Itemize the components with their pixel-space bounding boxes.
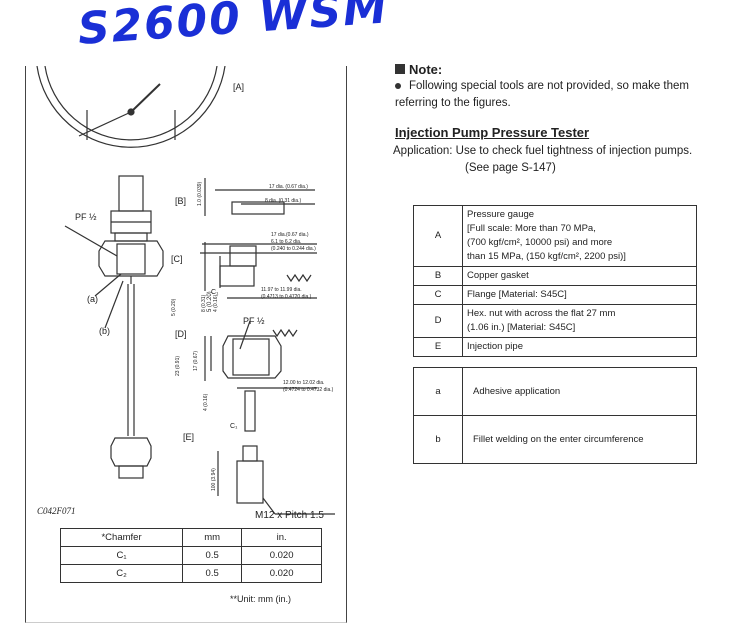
unit-note: **Unit: mm (in.) xyxy=(230,594,292,604)
part-desc: Injection pipe xyxy=(462,337,697,357)
table-row: C₂ 0.5 0.020 xyxy=(59,564,322,583)
dim-d-bore1: 12.00 to 12.02 dia. xyxy=(283,380,324,386)
parts-table: A Pressure gauge [Full scale: More than … xyxy=(413,205,697,357)
in-header: in. xyxy=(241,528,322,547)
desc-line: Hex. nut with across the flat 27 mm xyxy=(467,308,616,319)
label-C: [C] xyxy=(171,254,183,264)
desc-line: than 15 MPa, (150 kgf/cm², 2200 psi)] xyxy=(467,251,626,262)
label-a: (a) xyxy=(87,294,98,304)
section-title: Injection Pump Pressure Tester xyxy=(395,125,590,140)
dim-c-h3: 4 (0.16) xyxy=(213,294,219,312)
dim-c-shaft1: 11.97 to 11.99 dia. xyxy=(261,287,302,293)
weld-key: b xyxy=(413,415,463,464)
table-row: D Hex. nut with across the flat 27 mm (1… xyxy=(413,304,697,338)
desc-line: [Full scale: More than 70 MPa, xyxy=(467,223,596,234)
part-key: C xyxy=(413,285,463,305)
tester-diagram: [A] [B] [C] [D] [E] PF ½ PF ½ (a) (b) C₁… xyxy=(36,66,335,521)
part-key: A xyxy=(413,205,463,267)
dim-c-bore1: 6.1 to 6.2 dia. xyxy=(271,239,301,245)
dim-c-outer: 17 dia.(0.67 dia.) xyxy=(271,232,309,238)
label-E: [E] xyxy=(183,432,194,442)
note-bullet: Following special tools are not provided… xyxy=(395,78,730,112)
label-pf-left: PF ½ xyxy=(75,212,97,222)
mm-header: mm xyxy=(182,528,243,547)
label-D: [D] xyxy=(175,329,187,339)
part-desc: Flange [Material: S45C] xyxy=(462,285,697,305)
cell: 0.020 xyxy=(241,546,322,565)
part-key: D xyxy=(413,304,463,338)
handwritten-annotation: S2600 WSM xyxy=(76,0,391,55)
weld-desc: Adhesive application xyxy=(462,367,697,416)
dim-c-h1: 8 (0.31) xyxy=(201,294,207,312)
cell: 0.020 xyxy=(241,564,322,583)
label-A: [A] xyxy=(233,82,244,92)
dim-d-bore2: (0.4724 to 0.4732 dia.) xyxy=(283,387,334,393)
figure-frame xyxy=(25,66,347,623)
application-text: Application: Use to check fuel tightness… xyxy=(393,143,692,177)
cell: C₂ xyxy=(59,564,184,583)
bullet-icon xyxy=(395,82,401,89)
desc-line: (1.06 in.) [Material: S45C] xyxy=(467,322,576,333)
desc-line: Pressure gauge xyxy=(467,209,535,220)
dim-c-side: 5 (0.20) xyxy=(171,298,177,316)
dim-d-h1: 23 (0.91) xyxy=(175,356,181,376)
gauge-dial xyxy=(36,66,226,148)
weld-desc: Fillet welding on the enter circumferenc… xyxy=(462,415,697,464)
chamfer-table: *Chamfer mm in. C₁ 0.5 0.020 C₂ 0.5 0.02… xyxy=(59,528,322,583)
figure-id: C042F071 xyxy=(37,506,76,516)
dim-e-h1: 4 (0.16) xyxy=(203,393,209,411)
label-B: [B] xyxy=(175,196,186,206)
table-row: C₁ 0.5 0.020 xyxy=(59,546,322,565)
label-c1-e: C₁ xyxy=(230,423,238,430)
note-heading-text: Note: xyxy=(409,62,443,77)
cell: C₁ xyxy=(59,546,184,565)
note-heading: Note: xyxy=(395,62,442,77)
table-row: A Pressure gauge [Full scale: More than … xyxy=(413,205,697,267)
dim-c-shaft2: (0.4713 to 0.4720 dia.) xyxy=(261,294,312,300)
label-c1: C₁ xyxy=(211,289,219,296)
part-desc: Pressure gauge [Full scale: More than 70… xyxy=(462,205,697,267)
part-key: E xyxy=(413,337,463,357)
dim-b-inner: 8 dia. (0.31 dia.) xyxy=(265,198,301,204)
label-pf-d: PF ½ xyxy=(243,316,265,326)
dim-b-outer: 17 dia. (0.67 dia.) xyxy=(269,184,308,190)
dim-c-h2: 5 (0.20) xyxy=(207,291,213,312)
note-bullet-text: Following special tools are not provided… xyxy=(395,80,689,109)
desc-line: (700 kgf/cm², 10000 psi) and more xyxy=(467,237,613,248)
cell: 0.5 xyxy=(182,546,243,565)
part-desc: Copper gasket xyxy=(462,266,697,286)
chamfer-header: *Chamfer xyxy=(59,528,184,547)
application-line: Application: Use to check fuel tightness… xyxy=(393,145,693,157)
square-bullet-icon xyxy=(395,64,405,74)
part-desc: Hex. nut with across the flat 27 mm (1.0… xyxy=(462,304,697,338)
dim-e-len: 100 (3.94) xyxy=(211,468,217,491)
part-key: B xyxy=(413,266,463,286)
cell: 0.5 xyxy=(182,564,243,583)
weld-key: a xyxy=(413,367,463,416)
dim-c-bore2: (0.240 to 0.244 dia.) xyxy=(271,246,316,252)
label-thread: M12 x Pitch 1.5 xyxy=(255,510,324,521)
see-page-reference: (See page S-147) xyxy=(465,162,556,174)
label-b: (b) xyxy=(99,326,110,336)
dim-d-h2: 17 (0.67) xyxy=(193,351,199,371)
dim-b-thick: 1.0 (0.039) xyxy=(197,181,203,206)
